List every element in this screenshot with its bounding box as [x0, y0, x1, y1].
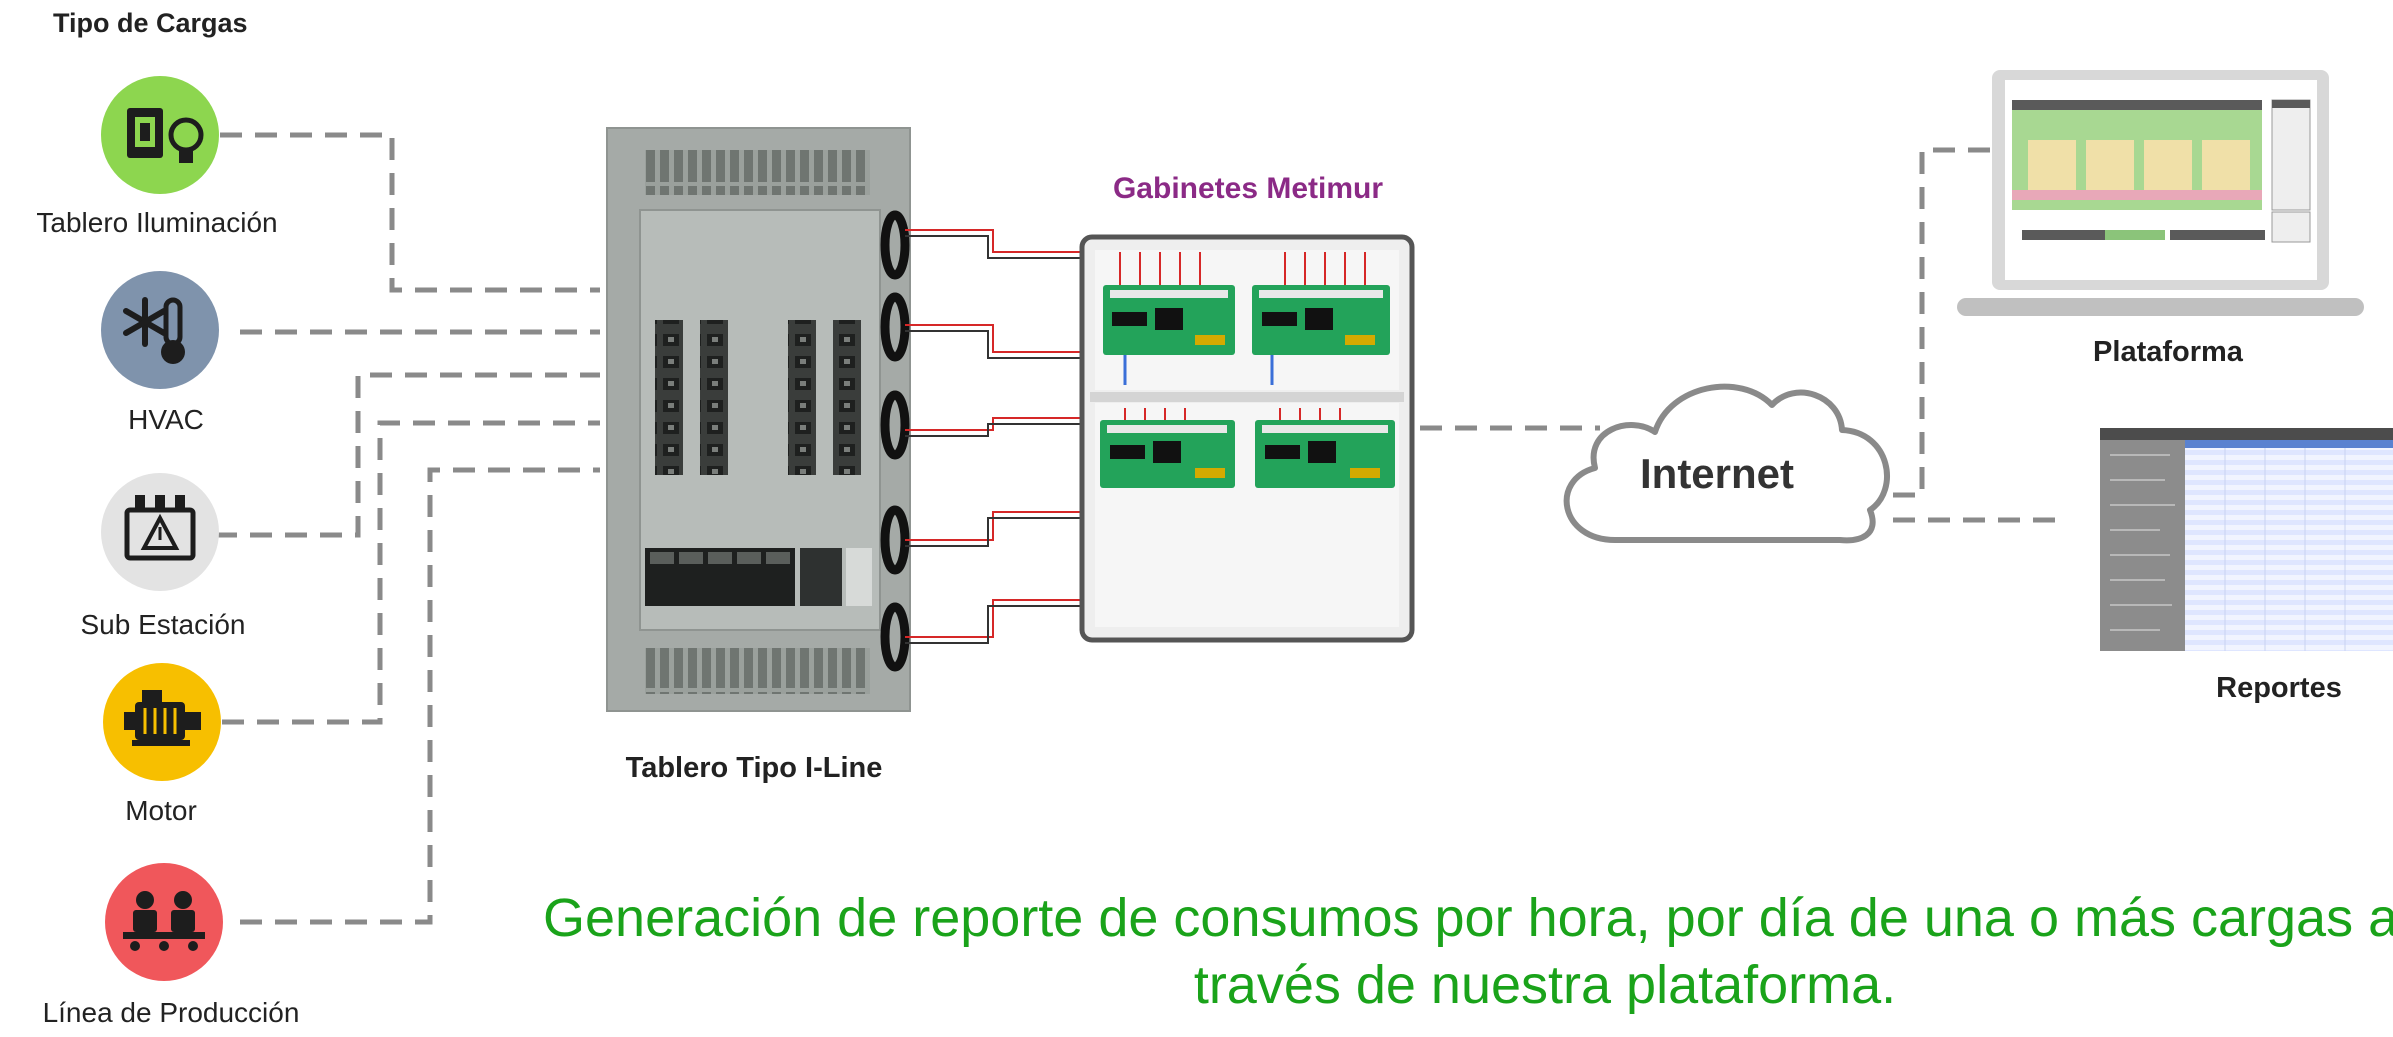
measurement-board-4: [1255, 408, 1395, 488]
measurement-board-2: [1252, 252, 1390, 385]
load-label-hvac: HVAC: [128, 404, 204, 435]
measurement-board-1: [1103, 252, 1235, 385]
metimur-cabinet: [1079, 234, 1415, 643]
load-label-lighting: Tablero Iluminación: [36, 207, 278, 238]
connector-lighting: [150, 132, 600, 293]
caption-line-2: través de nuestra plataforma.: [1193, 955, 1897, 1015]
loads-title: Tipo de Cargas: [53, 8, 248, 38]
load-connectors: [150, 132, 600, 925]
panel-label: Tablero Tipo I-Line: [625, 752, 883, 784]
cloud-connectors: [1893, 147, 2068, 523]
ct-rings: [880, 210, 910, 672]
measurement-board-3: [1100, 408, 1235, 488]
lighting-panel-icon: [101, 76, 219, 194]
platform-label: Plataforma: [2093, 336, 2243, 368]
load-icons: [101, 76, 223, 981]
ct-wires: [905, 229, 1082, 644]
connector-substation: [215, 372, 600, 538]
connector-production: [240, 467, 600, 925]
motor-icon: [103, 663, 221, 781]
hvac-icon: [101, 271, 219, 389]
internet-label: Internet: [1639, 450, 1795, 497]
iline-panel: [606, 127, 911, 712]
reports-label: Reportes: [2216, 672, 2342, 704]
connector-platform: [1893, 147, 1995, 498]
internet-cloud-icon: [1563, 383, 1890, 544]
report-table-icon: [2100, 428, 2393, 651]
connector-motor: [222, 420, 600, 725]
cabinet-label: Gabinetes Metimur: [1112, 172, 1384, 205]
load-label-motor: Motor: [125, 795, 197, 826]
platform-laptop-icon: [1957, 70, 2364, 316]
load-label-production: Línea de Producción: [42, 997, 300, 1028]
load-label-substation: Sub Estación: [80, 609, 246, 640]
substation-icon: [101, 473, 219, 591]
production-line-icon: [105, 863, 223, 981]
caption-line-1: Generación de reporte de consumos por ho…: [543, 888, 2393, 948]
